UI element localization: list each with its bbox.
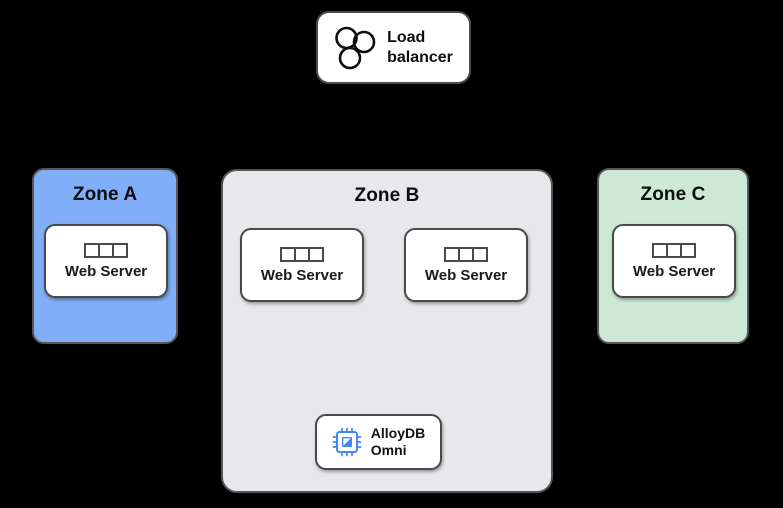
cpu-chip-icon: [332, 427, 362, 457]
load-balancer-label-line2: balancer: [387, 48, 453, 66]
zone-a-label: Zone A: [72, 184, 138, 205]
web-server-node-zone-b-2[interactable]: Web Server: [404, 228, 528, 302]
load-balancer-circles-icon: [335, 26, 376, 69]
load-balancer-label: Load balancer: [387, 28, 453, 67]
zone-c-label: Zone C: [640, 184, 706, 205]
load-balancer-node[interactable]: Load balancer: [316, 11, 471, 84]
alloydb-omni-label-line2: Omni: [370, 442, 407, 458]
web-server-icon: [280, 246, 324, 262]
alloydb-omni-label: AlloyDB Omni: [371, 425, 425, 460]
web-server-icon: [652, 242, 696, 258]
web-server-node-zone-a[interactable]: Web Server: [44, 224, 168, 298]
web-server-node-zone-b-1[interactable]: Web Server: [240, 228, 364, 302]
web-server-label: Web Server: [632, 262, 716, 280]
web-server-icon: [84, 242, 128, 258]
web-server-label: Web Server: [64, 262, 148, 280]
web-server-node-zone-c[interactable]: Web Server: [612, 224, 736, 298]
alloydb-omni-label-line1: AlloyDB: [370, 424, 426, 441]
web-server-icon: [444, 246, 488, 262]
web-server-label: Web Server: [424, 266, 508, 284]
alloydb-omni-node[interactable]: AlloyDB Omni: [315, 414, 442, 470]
load-balancer-label-line1: Load: [387, 28, 426, 46]
zone-b-label: Zone B: [354, 185, 420, 206]
web-server-label: Web Server: [260, 266, 344, 284]
